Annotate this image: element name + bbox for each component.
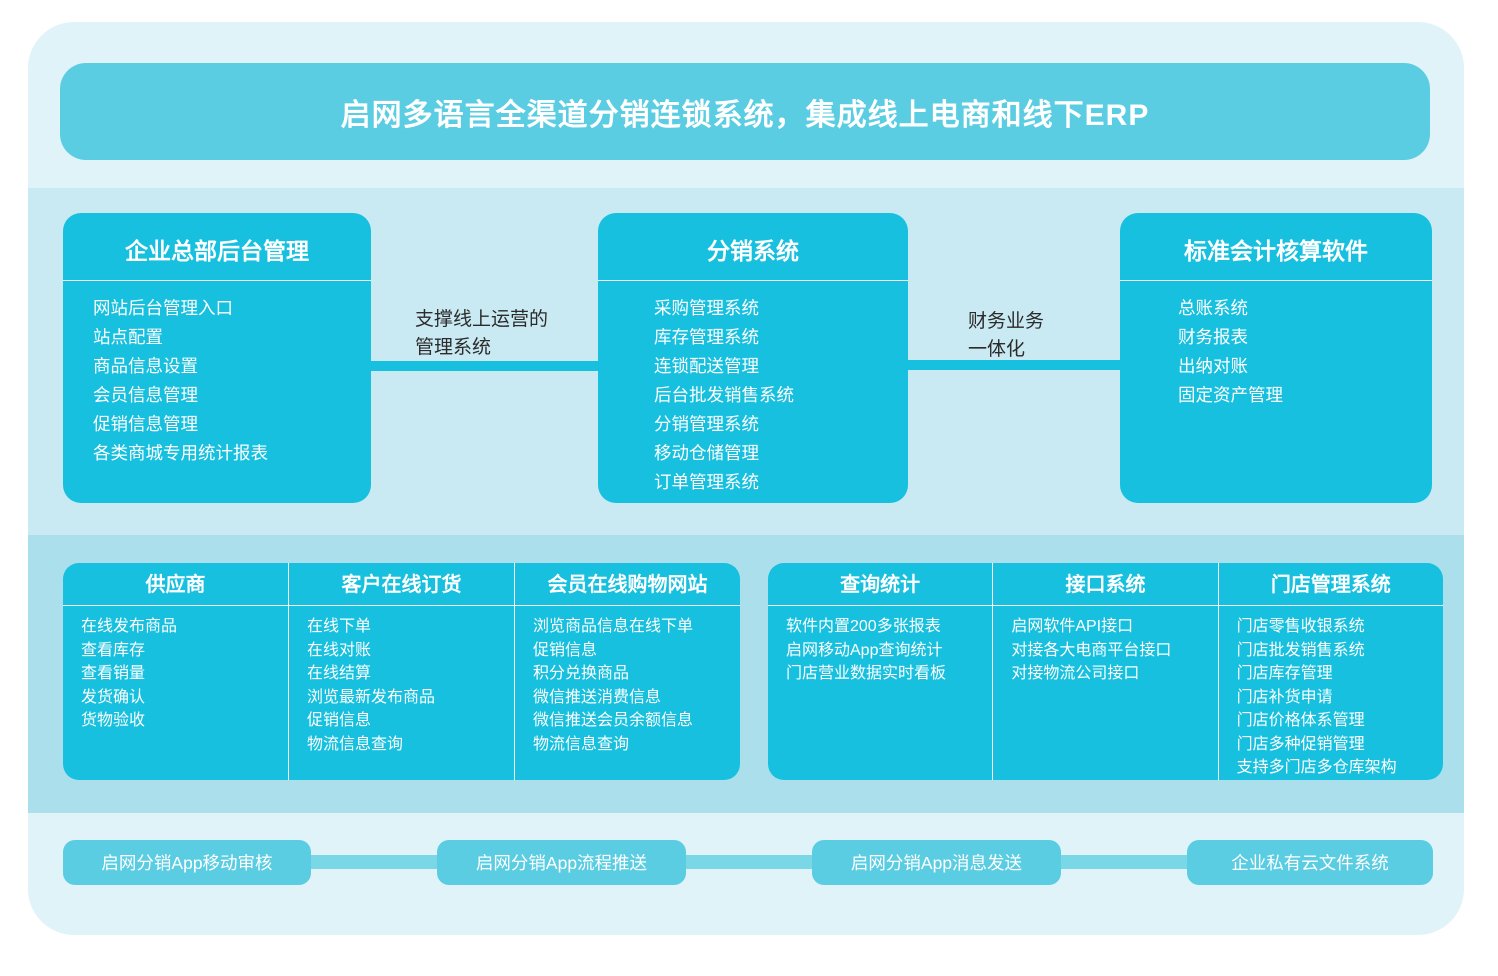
- list-item: 积分兑换商品: [533, 665, 630, 682]
- list-item: 出纳对账: [1178, 356, 1248, 376]
- connector-label-finance-integration: 财务业务 一体化: [968, 308, 1044, 364]
- list-item: 门店批发销售系统: [1236, 641, 1365, 659]
- column-store-management: 门店管理系统 门店零售收银系统 门店批发销售系统 门店库存管理 门店补货申请 门…: [1217, 563, 1443, 780]
- column-title: 门店管理系统: [1218, 563, 1443, 606]
- column-item-list: 门店零售收银系统 门店批发销售系统 门店库存管理 门店补货申请 门店价格体系管理…: [1219, 615, 1443, 780]
- list-item: 支持多门店多仓库架构: [1236, 759, 1397, 776]
- connector-label-line: 财务业务: [968, 311, 1045, 332]
- group-online-channels: 供应商 在线发布商品 查看库存 查看销量 发货确认 货物验收 客户在线订货 在线…: [63, 563, 740, 780]
- list-item: 促销信息: [307, 712, 372, 729]
- column-title: 查询统计: [768, 563, 993, 606]
- column-customer-ordering: 客户在线订货 在线下单 在线对账 在线结算 浏览最新发布商品 促销信息 物流信息…: [288, 563, 514, 780]
- connector-label-line: 支撑线上运营的: [415, 309, 549, 330]
- list-item: 库存管理系统: [654, 327, 759, 347]
- column-query-stats: 查询统计 软件内置200多张报表 启网移动App查询统计 门店营业数据实时看板: [768, 563, 993, 780]
- footer-connector: [1061, 855, 1187, 869]
- list-item: 后台批发销售系统: [654, 385, 794, 405]
- list-item: 在线对账: [307, 641, 372, 659]
- connector-label-line: 一体化: [968, 339, 1026, 360]
- connector-line-left: [371, 361, 598, 371]
- connector-line-right: [908, 360, 1120, 370]
- box-item-list: 总账系统 财务报表 出纳对账 固定资产管理: [1120, 294, 1432, 410]
- list-item: 总账系统: [1178, 298, 1248, 318]
- box-title: 企业总部后台管理: [63, 213, 371, 281]
- box-title: 标准会计核算软件: [1120, 213, 1432, 281]
- list-item: 门店库存管理: [1236, 665, 1333, 682]
- footer-connector: [686, 855, 812, 869]
- list-item: 促销信息管理: [93, 414, 198, 434]
- list-item: 门店多种促销管理: [1236, 735, 1365, 753]
- list-item: 促销信息: [533, 641, 598, 659]
- box-item-list: 网站后台管理入口 站点配置 商品信息设置 会员信息管理 促销信息管理 各类商城专…: [63, 294, 371, 468]
- list-item: 在线下单: [307, 618, 372, 635]
- column-title: 客户在线订货: [289, 563, 514, 606]
- list-item: 微信推送会员余额信息: [533, 712, 694, 729]
- list-item: 查看销量: [81, 665, 146, 682]
- list-item: 移动仓储管理: [654, 443, 759, 463]
- list-item: 微信推送消费信息: [533, 688, 662, 706]
- column-item-list: 浏览商品信息在线下单 促销信息 积分兑换商品 微信推送消费信息 微信推送会员余额…: [515, 615, 740, 756]
- banner-title: 启网多语言全渠道分销连锁系统，集成线上电商和线下ERP: [60, 63, 1430, 160]
- list-item: 站点配置: [93, 327, 163, 347]
- badge-private-cloud-files: 企业私有云文件系统: [1187, 840, 1433, 885]
- list-item: 浏览最新发布商品: [307, 688, 436, 706]
- list-item: 门店营业数据实时看板: [786, 665, 947, 682]
- column-item-list: 软件内置200多张报表 启网移动App查询统计 门店营业数据实时看板: [768, 615, 992, 686]
- box-title: 分销系统: [598, 213, 908, 281]
- list-item: 门店零售收银系统: [1236, 618, 1365, 635]
- box-accounting-software: 标准会计核算软件 总账系统 财务报表 出纳对账 固定资产管理: [1120, 213, 1432, 503]
- list-item: 商品信息设置: [93, 356, 198, 376]
- list-item: 在线发布商品: [81, 618, 178, 635]
- list-item: 分销管理系统: [654, 414, 759, 434]
- list-item: 网站后台管理入口: [93, 298, 233, 318]
- column-item-list: 在线发布商品 查看库存 查看销量 发货确认 货物验收: [63, 615, 288, 733]
- list-item: 在线结算: [307, 665, 372, 682]
- column-supplier: 供应商 在线发布商品 查看库存 查看销量 发货确认 货物验收: [63, 563, 288, 780]
- list-item: 门店补货申请: [1236, 688, 1333, 706]
- list-item: 软件内置200多张报表: [786, 618, 941, 635]
- list-item: 对接各大电商平台接口: [1011, 641, 1172, 659]
- list-item: 固定资产管理: [1178, 385, 1283, 405]
- list-item: 订单管理系统: [654, 472, 759, 492]
- list-item: 查看库存: [81, 641, 146, 659]
- list-item: 物流信息查询: [307, 735, 404, 753]
- group-management-modules: 查询统计 软件内置200多张报表 启网移动App查询统计 门店营业数据实时看板 …: [768, 563, 1443, 780]
- box-item-list: 采购管理系统 库存管理系统 连锁配送管理 后台批发销售系统 分销管理系统 移动仓…: [598, 294, 908, 497]
- badge-app-flow-push: 启网分销App流程推送: [437, 840, 686, 885]
- column-item-list: 启网软件API接口 对接各大电商平台接口 对接物流公司接口: [993, 615, 1217, 686]
- list-item: 物流信息查询: [533, 735, 630, 753]
- list-item: 采购管理系统: [654, 298, 759, 318]
- badge-app-mobile-audit: 启网分销App移动审核: [63, 840, 311, 885]
- list-item: 门店价格体系管理: [1236, 712, 1365, 729]
- list-item: 各类商城专用统计报表: [93, 443, 268, 463]
- box-hq-backoffice: 企业总部后台管理 网站后台管理入口 站点配置 商品信息设置 会员信息管理 促销信…: [63, 213, 371, 503]
- badge-app-message-send: 启网分销App消息发送: [812, 840, 1061, 885]
- list-item: 浏览商品信息在线下单: [533, 618, 694, 635]
- column-item-list: 在线下单 在线对账 在线结算 浏览最新发布商品 促销信息 物流信息查询: [289, 615, 514, 756]
- column-title: 会员在线购物网站: [515, 563, 740, 606]
- connector-label-line: 管理系统: [415, 337, 492, 358]
- list-item: 启网移动App查询统计: [786, 641, 943, 659]
- list-item: 对接物流公司接口: [1011, 665, 1140, 682]
- list-item: 财务报表: [1178, 327, 1248, 347]
- list-item: 货物验收: [81, 712, 146, 729]
- column-member-shop: 会员在线购物网站 浏览商品信息在线下单 促销信息 积分兑换商品 微信推送消费信息…: [514, 563, 740, 780]
- footer-connector: [311, 855, 437, 869]
- list-item: 连锁配送管理: [654, 356, 759, 376]
- connector-label-online-ops: 支撑线上运营的 管理系统: [415, 306, 548, 362]
- box-distribution-system: 分销系统 采购管理系统 库存管理系统 连锁配送管理 后台批发销售系统 分销管理系…: [598, 213, 908, 503]
- column-title: 接口系统: [993, 563, 1218, 606]
- list-item: 启网软件API接口: [1011, 618, 1134, 635]
- list-item: 发货确认: [81, 688, 146, 706]
- list-item: 会员信息管理: [93, 385, 198, 405]
- column-title: 供应商: [63, 563, 288, 606]
- column-interface-system: 接口系统 启网软件API接口 对接各大电商平台接口 对接物流公司接口: [992, 563, 1218, 780]
